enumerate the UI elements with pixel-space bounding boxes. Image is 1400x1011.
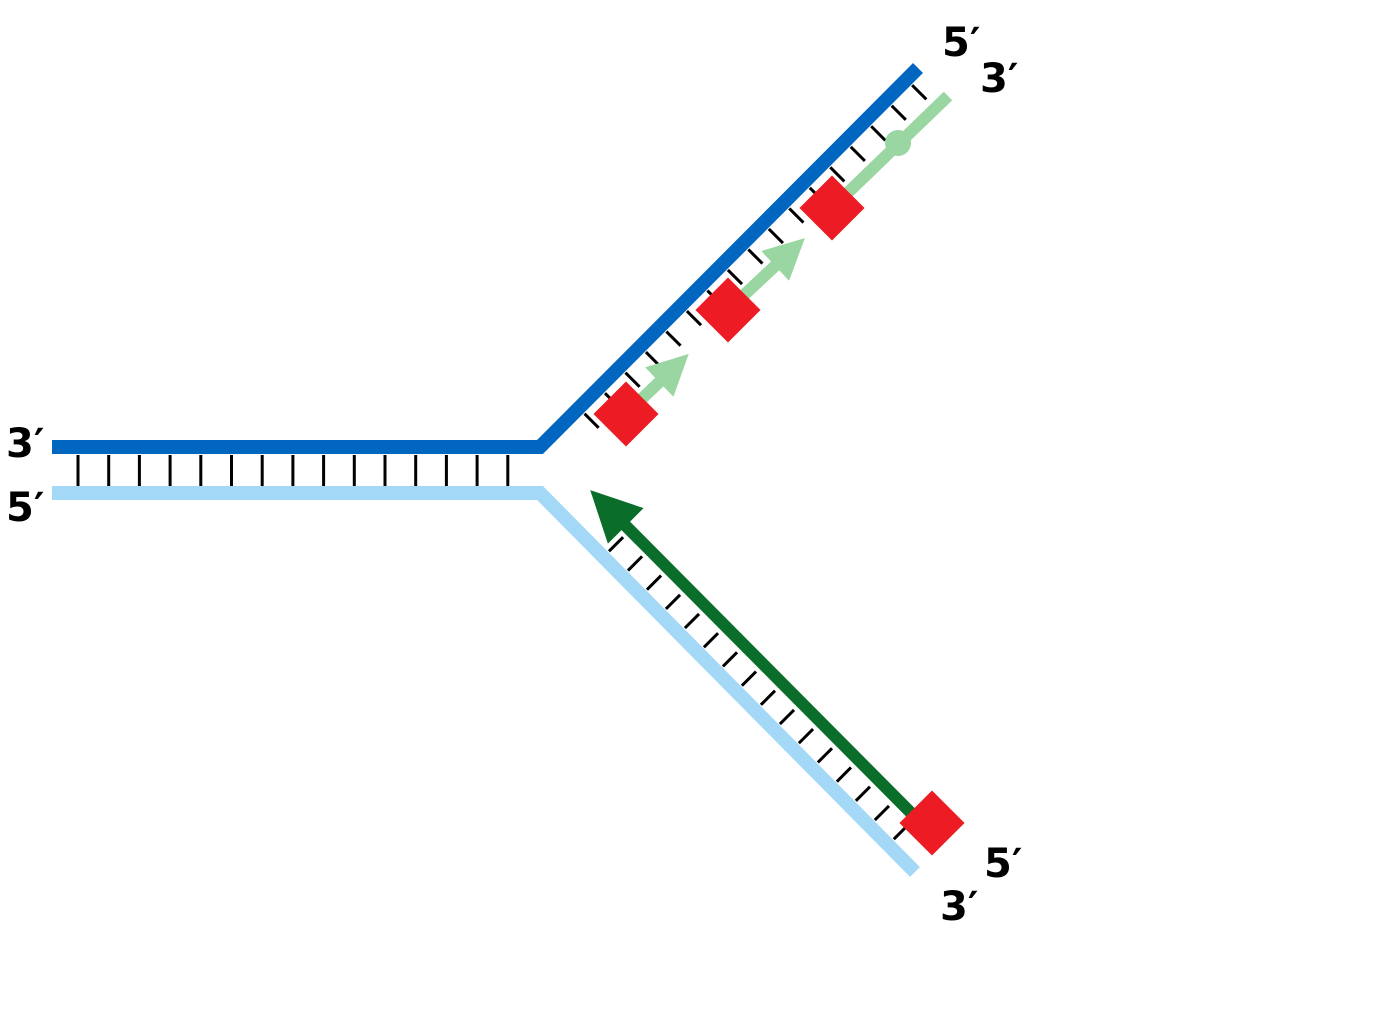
- label-lower-arm-leading-end: 5′: [984, 841, 1022, 887]
- base-pair-rung: [849, 145, 866, 162]
- base-pair-rung: [788, 207, 805, 224]
- base-pair-rung: [778, 708, 796, 726]
- parental-strand-dark-blue: [52, 63, 923, 454]
- base-pair-rung: [721, 651, 739, 668]
- base-pair-rung: [873, 804, 891, 822]
- base-pair-rung: [607, 536, 625, 553]
- primer-block-lagging-3: [799, 175, 865, 241]
- base-pair-rung: [645, 574, 663, 591]
- base-pair-rung: [685, 309, 703, 327]
- base-pair-rung: [797, 728, 815, 745]
- base-pair-rung: [665, 330, 682, 347]
- base-pair-rung: [624, 371, 641, 388]
- base-pair-rungs-upper-arm: [583, 84, 928, 429]
- label-upper-arm-parental-end: 5′: [942, 20, 980, 66]
- base-pair-rung: [816, 747, 834, 764]
- base-pair-rung: [870, 125, 887, 142]
- base-pair-rung: [767, 227, 785, 245]
- label-parental-bottom-left-end: 5′: [6, 485, 44, 531]
- base-pair-rung: [759, 689, 777, 706]
- base-pair-rungs-lower-arm: [607, 536, 910, 841]
- leading-strand: [590, 490, 931, 833]
- base-pair-rung: [835, 766, 853, 783]
- primer-block-leading: [899, 790, 965, 856]
- fragment-junction-dot: [885, 130, 911, 156]
- base-pair-rung: [911, 84, 928, 101]
- base-pair-rungs-unreplicated: [76, 455, 510, 486]
- base-pair-rung: [829, 166, 846, 183]
- base-pair-rung: [702, 632, 720, 649]
- label-parental-top-left-end: 3′: [6, 421, 44, 467]
- label-upper-arm-lagging-end: 3′: [980, 56, 1018, 102]
- parental-strand-light-blue: [52, 486, 920, 877]
- base-pair-rung: [890, 104, 907, 121]
- base-pair-rung: [583, 412, 600, 429]
- base-pair-rung: [740, 670, 758, 687]
- primer-block-lagging-1: [593, 381, 659, 447]
- base-pair-rung: [726, 268, 744, 286]
- base-pair-rung: [683, 612, 701, 630]
- label-lower-arm-parental-end: 3′: [940, 884, 978, 930]
- base-pair-rung: [644, 351, 662, 368]
- base-pair-rung: [626, 555, 644, 572]
- base-pair-rung: [664, 593, 682, 610]
- base-pair-rung: [854, 785, 872, 802]
- primer-block-lagging-2: [695, 277, 761, 343]
- base-pair-rung: [747, 248, 764, 265]
